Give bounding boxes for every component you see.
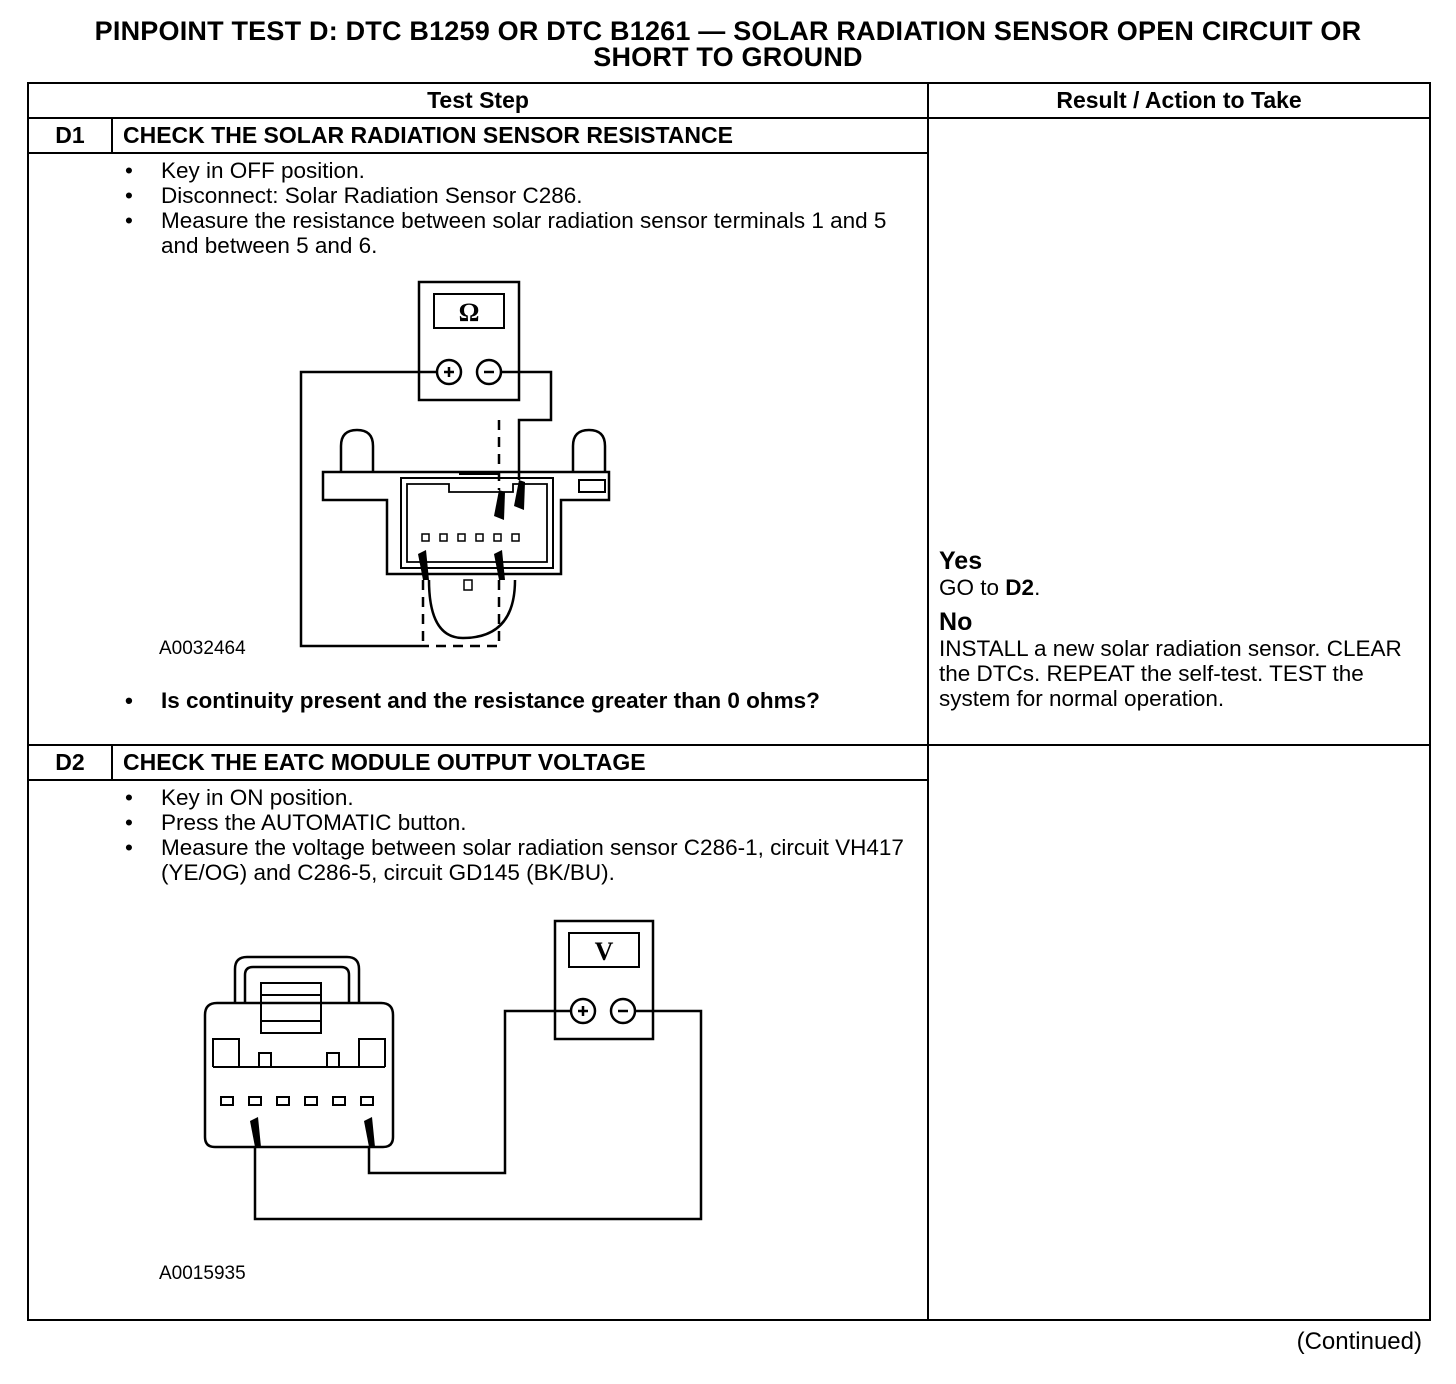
bullet-list-d1: Key in OFF position. Disconnect: Solar R… [125, 158, 905, 258]
meter-symbol-ohm: Ω [459, 298, 480, 327]
yes-text-suffix: . [1034, 575, 1041, 600]
title-line-2: SHORT TO GROUND [593, 42, 863, 72]
result-yes-text: GO to D2. [939, 575, 1409, 600]
step-body-d2: Key in ON position. Press the AUTOMATIC … [26, 779, 930, 1321]
ohmmeter-body [417, 280, 521, 402]
probe-tip-icon [364, 1117, 375, 1147]
continued-note: (Continued) [1296, 1328, 1422, 1355]
lead-wire-plus [367, 1009, 571, 1175]
question-d1: Is continuity present and the resistance… [125, 688, 905, 713]
yes-text-prefix: GO to [939, 575, 1006, 600]
pinpoint-test-table: Test Step Result / Action to Take D1 CHE… [26, 82, 1432, 1321]
result-no-label: No [939, 608, 973, 636]
probe-tip-icon [494, 490, 505, 520]
bullet-list-d2: Key in ON position. Press the AUTOMATIC … [125, 785, 905, 885]
list-item: Key in OFF position. [125, 158, 905, 183]
ohmmeter-display [433, 293, 505, 329]
result-cell-d2 [927, 744, 1432, 1321]
question-list-d1: Is continuity present and the resistance… [125, 688, 905, 713]
list-item: Measure the resistance between solar rad… [125, 208, 905, 258]
voltmeter-body [553, 919, 655, 1041]
probe-tip-icon [250, 1117, 261, 1147]
header-test-step: Test Step [26, 82, 930, 119]
step-body-d1: Key in OFF position. Disconnect: Solar R… [26, 152, 930, 746]
step-id-d2: D2 [27, 744, 113, 781]
probe-tip-icon [514, 480, 525, 510]
connector-housing [203, 1001, 395, 1149]
list-item: Measure the voltage between solar radiat… [125, 835, 905, 885]
voltmeter-connector-diagram: V [203, 919, 703, 1221]
list-item: Key in ON position. [125, 785, 905, 810]
list-item: Press the AUTOMATIC button. [125, 810, 905, 835]
figure-id-d1: A0032464 [159, 638, 246, 659]
step-title-d2: CHECK THE EATC MODULE OUTPUT VOLTAGE [110, 744, 930, 781]
lead-wire-plus [299, 370, 437, 648]
result-yes-label: Yes [939, 547, 983, 575]
page-title: PINPOINT TEST D: DTC B1259 OR DTC B1261 … [0, 16, 1456, 72]
lead-wire-minus [253, 1009, 703, 1221]
meter-symbol-volt: V [595, 937, 614, 966]
probe-tip-icon [494, 550, 505, 580]
header-result-action: Result / Action to Take [927, 82, 1432, 119]
yes-target-step: D2 [1005, 575, 1035, 600]
result-d1: Yes GO to D2. No INSTALL a new solar rad… [939, 547, 1409, 711]
step-title-d1: CHECK THE SOLAR RADIATION SENSOR RESISTA… [110, 117, 930, 154]
result-cell-d1: Yes GO to D2. No INSTALL a new solar rad… [927, 117, 1432, 746]
figure-id-d2: A0015935 [159, 1263, 246, 1284]
step-id-d1: D1 [27, 117, 113, 154]
probe-tip-icon [418, 550, 429, 580]
list-item: Disconnect: Solar Radiation Sensor C286. [125, 183, 905, 208]
ohmmeter-connector-diagram: Ω [299, 280, 611, 648]
title-line-1: PINPOINT TEST D: DTC B1259 OR DTC B1261 … [94, 16, 1362, 46]
result-no-text: INSTALL a new solar radiation sensor. CL… [939, 636, 1402, 711]
lead-wire-minus [501, 370, 553, 480]
voltmeter-display [568, 932, 640, 968]
